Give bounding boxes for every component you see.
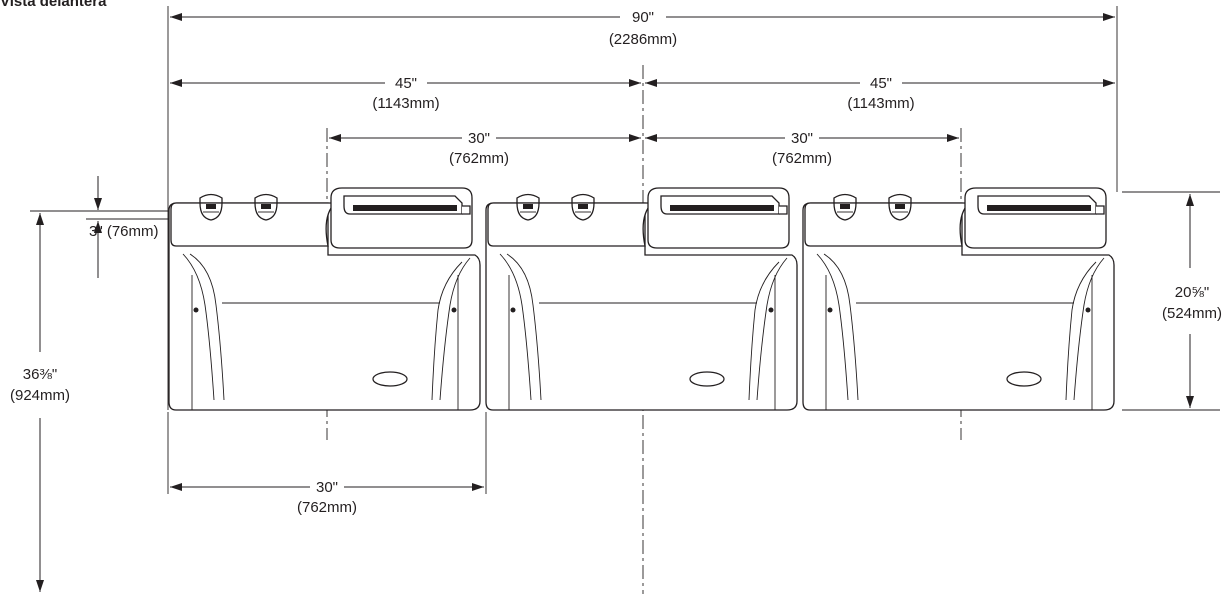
dimension-overall-width: 90" (2286mm) xyxy=(170,9,1115,48)
fountain-unit-right xyxy=(802,187,1115,411)
body-height-metric: (524mm) xyxy=(1162,305,1222,322)
top-ledge xyxy=(170,202,337,247)
mount-screw-right xyxy=(451,307,457,313)
mount-screw-left xyxy=(510,307,516,313)
access-panel-oval xyxy=(1006,371,1042,387)
overall-height-imperial: 36⅜" xyxy=(23,366,58,383)
push-button-right xyxy=(571,193,595,221)
view-title: Vista delantera xyxy=(0,0,107,10)
dimension-overall-height: 36⅜" (924mm) xyxy=(0,213,82,592)
unit-width-metric: (762mm) xyxy=(297,499,357,516)
overall-width-imperial: 90" xyxy=(632,9,654,26)
mount-screw-left xyxy=(193,307,199,313)
bubbler-nozzle xyxy=(779,205,788,215)
overall-width-metric: (2286mm) xyxy=(609,31,677,48)
dimension-spacing-left: 30" (762mm) xyxy=(329,130,641,167)
top-ledge xyxy=(487,202,654,247)
right-leg-inner xyxy=(748,261,780,401)
right-leg-outer xyxy=(756,257,788,401)
push-button-left xyxy=(833,193,857,221)
half-left-metric: (1143mm) xyxy=(372,95,439,112)
spacing-left-metric: (762mm) xyxy=(449,150,509,167)
access-panel-oval xyxy=(372,371,408,387)
dimension-ledge-height: 3" (76mm) xyxy=(89,176,159,278)
push-button-left xyxy=(516,193,540,221)
dimension-spacing-right: 30" (762mm) xyxy=(645,130,959,167)
bubbler-nozzle xyxy=(462,205,471,215)
dimension-half-left: 45" (1143mm) xyxy=(170,75,641,112)
left-leg-outer xyxy=(499,253,532,401)
dimension-body-height: 20⅝" (524mm) xyxy=(1162,194,1222,408)
right-leg-outer xyxy=(1073,257,1105,401)
spacing-right-metric: (762mm) xyxy=(772,150,832,167)
mount-screw-right xyxy=(768,307,774,313)
half-right-metric: (1143mm) xyxy=(847,95,914,112)
left-leg-inner xyxy=(823,253,859,401)
bubbler-nozzle xyxy=(1096,205,1105,215)
overall-height-metric: (924mm) xyxy=(10,387,70,404)
spacing-left-imperial: 30" xyxy=(468,130,490,147)
right-leg-outer xyxy=(439,257,471,401)
access-panel-oval xyxy=(689,371,725,387)
left-leg-inner xyxy=(506,253,542,401)
body-height-imperial: 20⅝" xyxy=(1175,284,1210,301)
left-leg-outer xyxy=(816,253,849,401)
drain-grille xyxy=(987,205,1091,211)
dimension-unit-width: 30" (762mm) xyxy=(170,479,484,516)
ledge-height-label: 3" (76mm) xyxy=(89,223,159,240)
left-leg-outer xyxy=(182,253,215,401)
unit-width-imperial: 30" xyxy=(316,479,338,496)
drain-grille xyxy=(353,205,457,211)
push-button-right xyxy=(254,193,278,221)
push-button-right xyxy=(888,193,912,221)
spacing-right-imperial: 30" xyxy=(791,130,813,147)
half-left-imperial: 45" xyxy=(395,75,417,92)
fountain-units xyxy=(168,187,1115,411)
mount-screw-right xyxy=(1085,307,1091,313)
push-button-left xyxy=(199,193,223,221)
fountain-unit-left xyxy=(168,187,481,411)
half-right-imperial: 45" xyxy=(870,75,892,92)
right-leg-inner xyxy=(1065,261,1097,401)
mount-screw-left xyxy=(827,307,833,313)
fountain-unit-middle xyxy=(485,187,798,411)
dimension-half-right: 45" (1143mm) xyxy=(645,75,1115,112)
top-ledge xyxy=(804,202,971,247)
left-leg-inner xyxy=(189,253,225,401)
right-leg-inner xyxy=(431,261,463,401)
drain-grille xyxy=(670,205,774,211)
